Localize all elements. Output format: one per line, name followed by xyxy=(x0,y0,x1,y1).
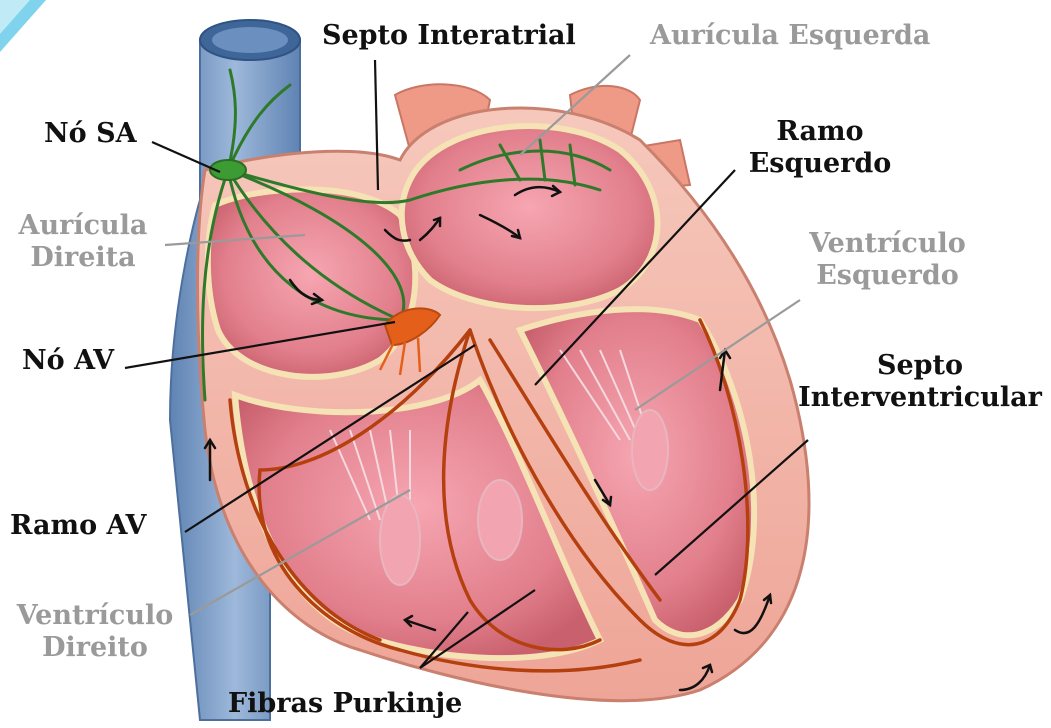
label-ventriculo-esquerdo-line1: Ventrículo xyxy=(800,228,975,260)
label-ramo-esquerdo-line1: Ramo xyxy=(735,116,905,148)
label-septo-interatrial: Septo Interatrial xyxy=(322,20,576,52)
label-ventriculo-esquerdo-line2: Esquerdo xyxy=(800,260,975,292)
label-septo-interventricular: Septo Interventricular xyxy=(790,350,1050,414)
label-ventriculo-direito: Ventrículo Direito xyxy=(5,600,185,664)
label-ventriculo-esquerdo: Ventrículo Esquerdo xyxy=(800,228,975,292)
label-fibras-purkinje: Fibras Purkinje xyxy=(228,688,462,720)
label-ventriculo-direito-line2: Direito xyxy=(5,632,185,664)
label-septo-interventricular-line1: Septo xyxy=(790,350,1050,382)
label-ventriculo-direito-line1: Ventrículo xyxy=(5,600,185,632)
label-septo-interventricular-line2: Interventricular xyxy=(790,382,1050,414)
label-ramo-av: Ramo AV xyxy=(10,510,146,542)
label-auricula-direita-line1: Aurícula xyxy=(8,210,158,242)
label-auricula-esquerda: Aurícula Esquerda xyxy=(650,20,930,52)
label-auricula-direita: Aurícula Direita xyxy=(8,210,158,274)
label-auricula-direita-line2: Direita xyxy=(8,242,158,274)
label-ramo-esquerdo: Ramo Esquerdo xyxy=(735,116,905,180)
label-no-av: Nó AV xyxy=(22,345,114,377)
label-ramo-esquerdo-line2: Esquerdo xyxy=(735,148,905,180)
label-no-sa: Nó SA xyxy=(44,118,137,150)
